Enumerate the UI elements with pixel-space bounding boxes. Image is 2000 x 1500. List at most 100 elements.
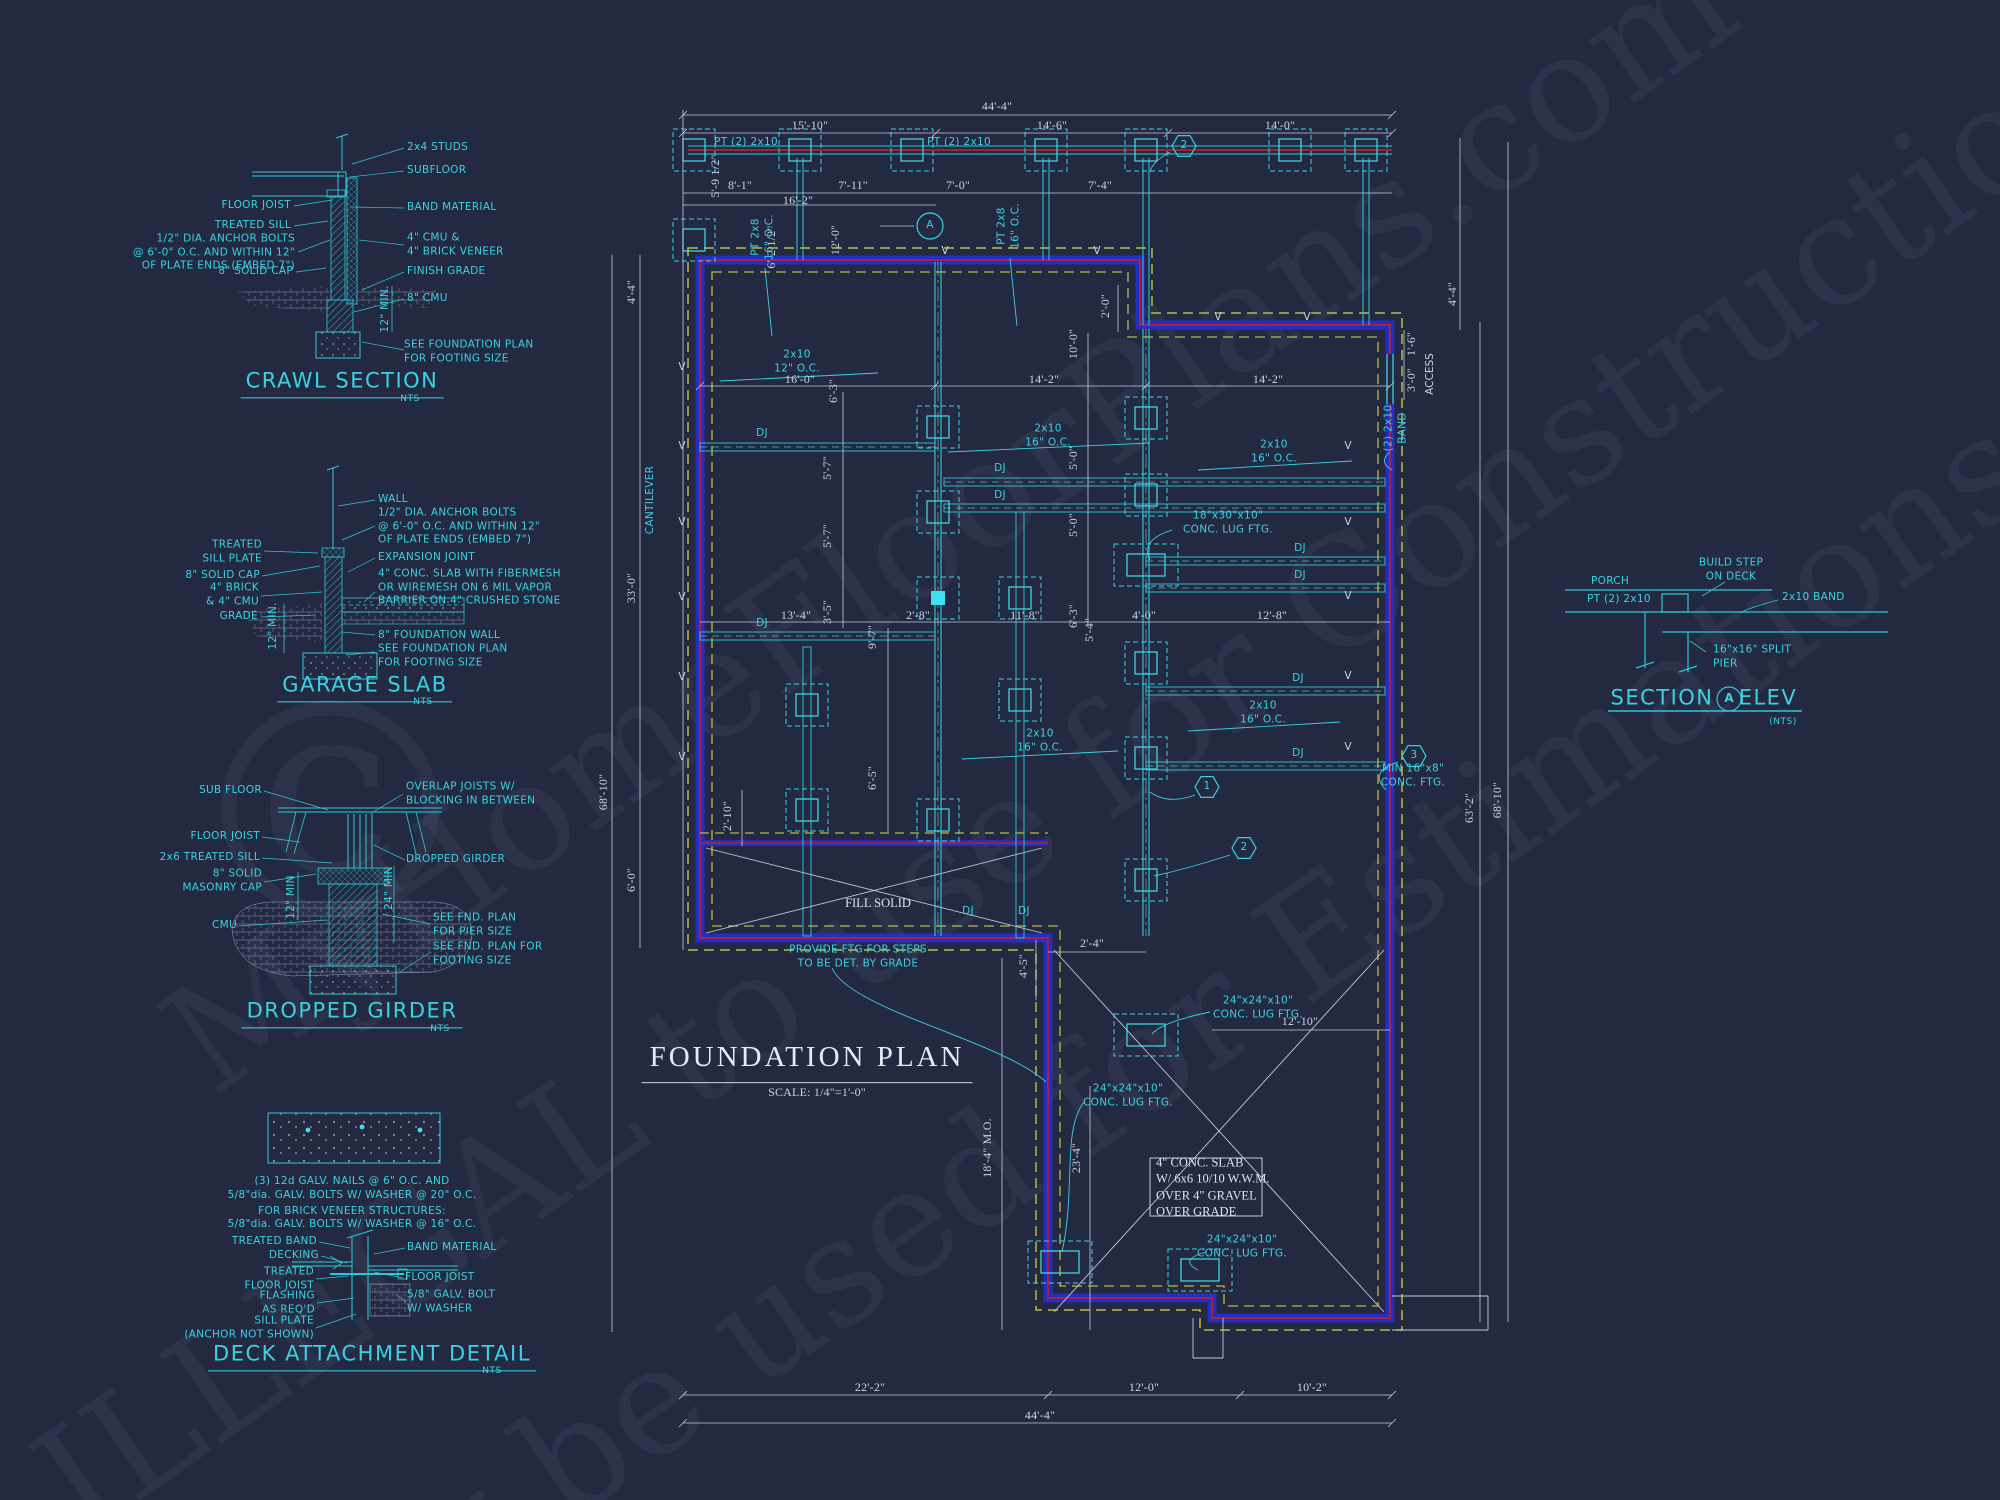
cad-label: 1/2" DIA. ANCHOR BOLTS @ 6'-0" O.C. AND … [378,506,541,546]
cad-label: FLOOR JOIST [221,199,291,212]
cad-label: DJ [962,905,974,918]
cad-label: DJ [1292,672,1304,685]
dimension-label: 68'-10" [1490,781,1505,819]
cad-label: DJ [1292,747,1304,760]
dimension-label: 3'-5" [820,599,835,625]
dimension-label: 7'-11" [838,178,868,193]
dimension-label: 5'-0" [1066,445,1081,471]
crawl-section-drawing [238,133,436,359]
dimension-label: 44'-4" [981,99,1013,114]
cad-label: 5/8"dia. GALV. BOLTS W/ WASHER @ 20" O.C… [227,1189,477,1202]
vent-label: V [1214,311,1222,324]
dimension-label: 4'-5" [1016,953,1031,979]
dimension-label: 2'-8" [905,608,931,623]
dimension-label: 9'-7" [865,624,880,650]
foundation-walls [687,247,1403,1331]
cad-label: SUB FLOOR [199,784,262,797]
cad-label: 24"x24"x10" CONC. LUG FTG. [1083,1082,1173,1108]
cad-label: 12" MIN [285,875,298,919]
cad-label: 8" SOLID MASONRY CAP [182,867,262,893]
cad-label: 12" MIN. [267,602,280,650]
dimension-label: 10'-0" [1066,328,1081,360]
cad-label: EXPANSION JOINT [378,551,475,564]
cad-label: 2x4 STUDS [407,141,469,154]
dimension-label: 6'-5" [865,765,880,791]
callout-label: 1 [1203,780,1211,793]
cad-label: WALL [378,493,408,506]
garage-slab-title: GARAGE SLAB [277,671,453,703]
cad-label: DJ [1294,569,1306,582]
vent-label: V [678,751,686,764]
dimension-label: 4'-4" [1445,281,1460,307]
cad-label: SILL PLATE (ANCHOR NOT SHOWN) [184,1314,314,1340]
crawl-section-nts: NTS [400,394,420,405]
cad-label: 12" MIN. [379,285,392,333]
callout-label: 2 [1240,841,1248,854]
garage-slab-drawing [244,465,465,680]
vent-label: ACCESS [1424,353,1437,395]
vent-label: V [1344,741,1352,754]
callout-label: 2 [1180,139,1188,152]
cad-label: 2x10 12" O.C. [774,348,820,374]
cad-label: 4" CONC. SLAB WITH FIBERMESH OR WIREMESH… [378,567,561,607]
dimension-label: 14'-6" [1036,118,1068,133]
cad-label: PT (2) 2x10 [1587,593,1651,606]
cad-label: FLOOR JOIST [190,830,260,843]
plan-note: 4" CONC. SLAB W/ 6x6 10/10 W.W.M. OVER 4… [1156,1155,1270,1219]
vent-label: V [678,516,686,529]
dimension-label: 15'-10" [791,118,829,133]
dimension-label: 44'-4" [1024,1408,1056,1423]
dimension-label: 13'-4" [780,608,812,623]
cad-label: SEE FOUNDATION PLAN FOR FOOTING SIZE [404,338,534,364]
cad-label: 24" MIN [383,866,396,910]
dimension-label: 5'-4" [1082,617,1097,643]
dimension-label: 12'-0" [828,224,843,256]
cad-label: DJ [1018,905,1030,918]
cad-label: DJ [994,489,1006,502]
dimension-label: 4'-4" [624,279,639,305]
section-a-callout: A [1724,691,1734,706]
cad-label: 16"x16" SPLIT PIER [1713,643,1792,669]
cad-label: 2x10 16" O.C. [1025,422,1071,448]
dimension-label: 7'-0" [945,178,971,193]
section-a-drawing [1565,581,1888,712]
cad-label: DJ [756,617,768,630]
deck-attachment-nts: NTS [482,1366,502,1377]
leaders-and-callouts [719,135,1427,1271]
dimension-label: 6'-3" [826,378,841,404]
cad-label: FLASHING AS REQ'D [259,1289,315,1315]
interior-girders [699,262,1386,1292]
cad-label: 2x10 16" O.C. [1251,438,1297,464]
dimension-label: 18'-4" M.O. [980,1118,995,1178]
cad-label: CANTILEVER [644,465,657,535]
cad-label: FOR BRICK VENEER STRUCTURES: [258,1205,446,1218]
vent-label: V [1344,670,1352,683]
cad-label: (2) 2x10 BAND [1382,404,1408,452]
dimension-label: 5'-9 1/2" [708,154,723,198]
cad-label: BUILD STEP ON DECK [1698,556,1764,582]
dimension-label: 12'-8" [1256,608,1288,623]
dimension-label: 8'-1" [727,178,753,193]
cad-label: 18"x30"x10" CONC. LUG FTG. [1183,509,1273,535]
cad-label: PT 2x8 16" O.C. [995,203,1021,249]
cad-label: BAND MATERIAL [407,1241,497,1254]
dimension-label: 6'-2 1/2" [764,225,779,269]
dimension-label: 68'-10" [596,773,611,811]
cad-label: 4" BRICK & 4" CMU [206,581,259,607]
cad-label: 8" CMU [407,292,448,305]
vent-label: V [1344,516,1352,529]
plan-note: FILL SOLID [845,895,911,910]
dimension-label: 10'-2" [1296,1380,1328,1395]
cad-label: OVERLAP JOISTS W/ BLOCKING IN BETWEEN [406,780,536,806]
vent-label: V [678,671,686,684]
cad-label: PT (2) 2x10 [714,136,778,149]
cad-label: MIN 16"x8" CONC. FTG. [1380,762,1446,788]
cad-label: TREATED BAND [231,1235,317,1248]
cad-label: TREATED SILL PLATE [202,538,262,564]
cad-label: 4" CMU & 4" BRICK VENEER [407,231,504,257]
vent-label: V [678,591,686,604]
dimension-label: 63'-2" [1462,792,1477,824]
dimension-label: 12'-0" [1128,1380,1160,1395]
